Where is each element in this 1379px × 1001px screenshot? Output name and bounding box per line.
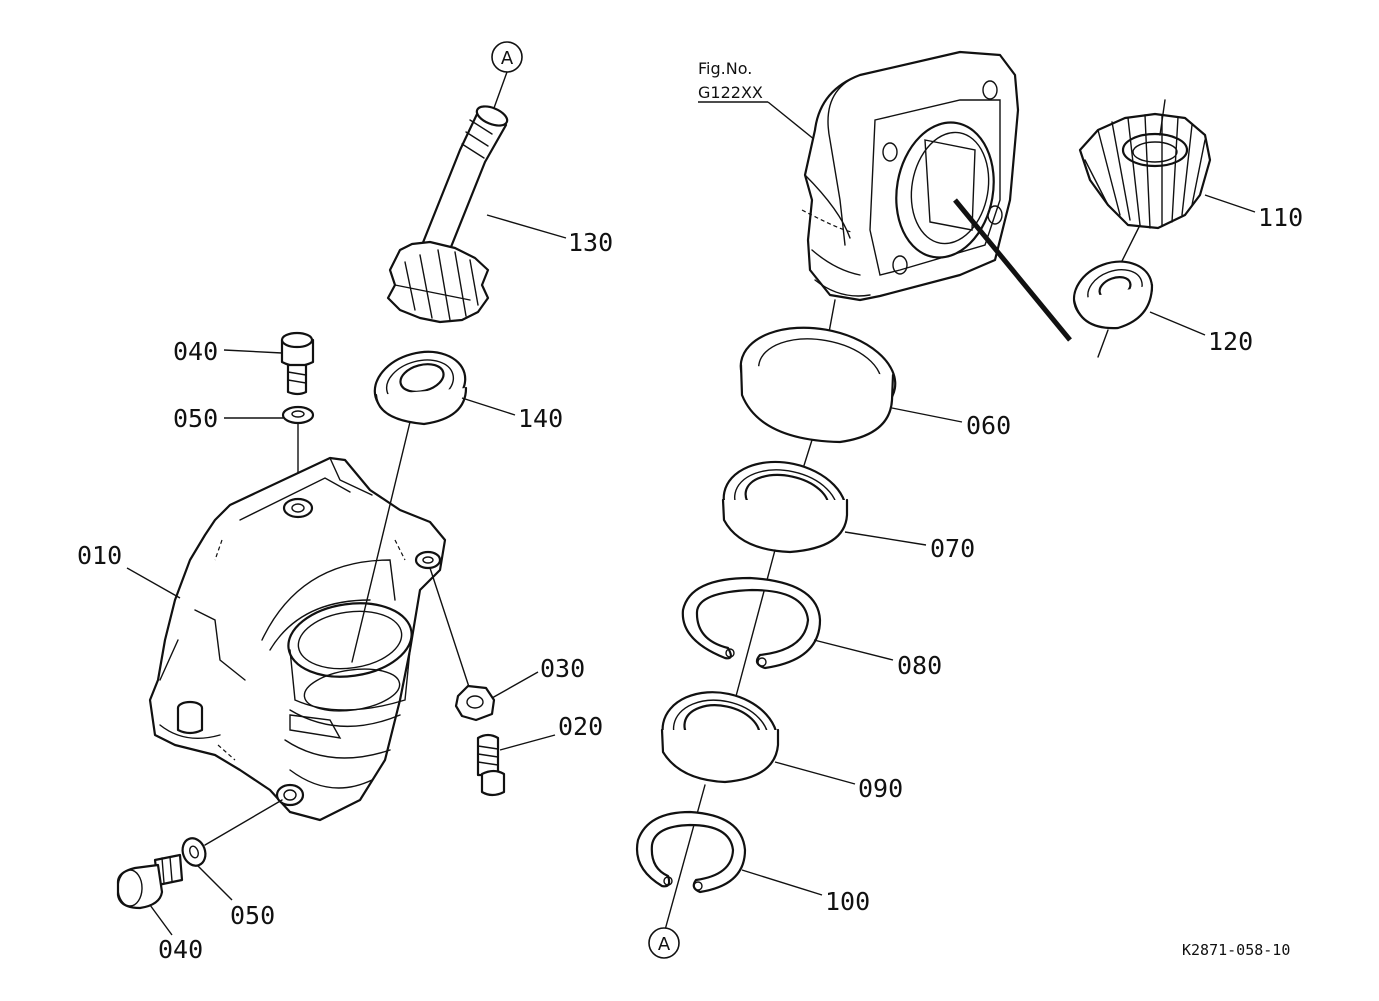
label-070: 070 xyxy=(930,534,975,563)
stud-020 xyxy=(476,733,506,797)
drawing-id: K2871-058-10 xyxy=(1182,941,1290,959)
bolt-040-top xyxy=(280,331,315,396)
svg-text:G122XX: G122XX xyxy=(698,83,763,102)
label-100: 100 xyxy=(825,887,870,916)
bolt-040-bottom xyxy=(116,853,184,910)
upper-housing-reference xyxy=(801,50,1020,302)
svg-text:Fig.No.: Fig.No. xyxy=(698,59,752,78)
housing-010 xyxy=(148,456,447,822)
label-080: 080 xyxy=(897,651,942,680)
label-110: 110 xyxy=(1258,203,1303,232)
label-120: 120 xyxy=(1208,327,1253,356)
label-050-top: 050 xyxy=(173,404,218,433)
circlip-100 xyxy=(635,810,747,894)
bearing-120 xyxy=(1072,260,1154,330)
svg-text:A: A xyxy=(658,934,671,955)
connector-a-bottom: A xyxy=(648,927,680,959)
label-040-top: 040 xyxy=(173,337,218,366)
pinion-shaft-130 xyxy=(386,105,509,324)
label-020: 020 xyxy=(558,712,603,741)
bevel-gear-110 xyxy=(1078,99,1212,230)
washer-050-top xyxy=(281,405,315,425)
connector-a-top: A xyxy=(491,41,523,109)
label-010: 010 xyxy=(77,541,122,570)
oil-seal-060 xyxy=(739,326,897,444)
label-060: 060 xyxy=(966,411,1011,440)
nut-030 xyxy=(454,684,496,722)
label-090: 090 xyxy=(858,774,903,803)
svg-text:A: A xyxy=(501,48,514,69)
circlip-080 xyxy=(681,576,822,670)
bearing-090 xyxy=(660,691,780,784)
label-130: 130 xyxy=(568,228,613,257)
bearing-140 xyxy=(373,350,468,426)
label-030: 030 xyxy=(540,654,585,683)
label-050-bottom: 050 xyxy=(230,901,275,930)
label-040-bottom: 040 xyxy=(158,935,203,964)
bearing-070 xyxy=(721,460,849,554)
fig-reference: Fig.No. G122XX xyxy=(698,59,816,141)
washer-050-bottom xyxy=(181,837,207,867)
label-140: 140 xyxy=(518,404,563,433)
